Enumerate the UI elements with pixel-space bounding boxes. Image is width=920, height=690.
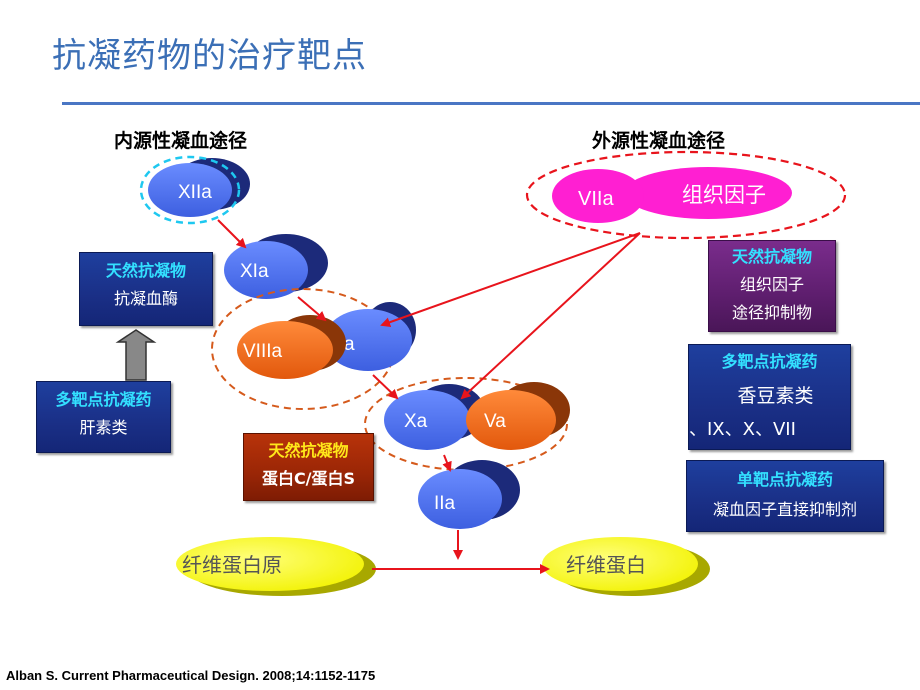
box-heading: 天然抗凝物: [105, 261, 186, 280]
arrow-xa-to-iia: [442, 454, 452, 472]
factor-iia-label: IIa: [434, 493, 456, 514]
factor-viiia-ixa-complex: a VIIIa: [211, 288, 416, 410]
factor-viiia-label: VIIIa: [243, 341, 283, 362]
box-line: 、IX、X、VII: [689, 419, 796, 440]
factor-ixa-label: a: [344, 334, 355, 355]
factor-xiia-label: XIIa: [178, 182, 212, 203]
fibrin: 纤维蛋白: [542, 537, 710, 596]
tissue-factor-label: 组织因子: [682, 183, 766, 207]
factor-xa-va-complex: Xa Va: [364, 377, 570, 471]
box-heading: 天然抗凝物: [731, 247, 812, 266]
box-line: 肝素类: [79, 418, 128, 437]
arrow-xia-to-ixa: [297, 296, 327, 322]
box-heading: 多靶点抗凝药: [55, 390, 152, 409]
factor-xia-label: XIa: [240, 261, 269, 282]
citation: Alban S. Current Pharmaceutical Design. …: [6, 668, 376, 683]
extrinsic-pathway-label: 外源性凝血途径: [592, 130, 726, 152]
factor-viia-label: VIIa: [578, 188, 614, 210]
fibrinogen-label: 纤维蛋白原: [182, 553, 282, 577]
arrow-ixa-to-xa: [372, 374, 399, 400]
box-line: 凝血因子直接抑制剂: [712, 500, 857, 519]
arrow-xiia-to-xia: [217, 219, 247, 249]
intrinsic-pathway-label: 内源性凝血途径: [114, 130, 248, 152]
fibrin-label: 纤维蛋白: [566, 553, 646, 577]
box-line: 组织因子: [739, 275, 804, 294]
gray-up-arrow: [115, 329, 157, 381]
single-target-direct-inhibitor-box: 单靶点抗凝药 凝血因子直接抑制剂: [686, 460, 884, 532]
arrow-viia-to-ixa: [380, 232, 641, 328]
multi-target-coumarin-box: 多靶点抗凝药 香豆素类 、IX、X、VII: [688, 344, 851, 450]
multi-target-heparin-box: 多靶点抗凝药 肝素类: [36, 381, 171, 453]
box-heading: 多靶点抗凝药: [721, 352, 818, 371]
natural-anticoagulant-tfpi-box: 天然抗凝物 组织因子 途径抑制物: [708, 240, 836, 332]
factor-xiia: XIIa: [139, 155, 250, 225]
activation-arrows: [217, 219, 641, 574]
box-heading: 单靶点抗凝药: [736, 470, 833, 489]
factor-xa-label: Xa: [404, 411, 428, 432]
fibrinogen: 纤维蛋白原: [176, 537, 376, 596]
natural-anticoagulant-antithrombin-box: 天然抗凝物 抗凝血酶: [79, 252, 213, 326]
box-heading: 天然抗凝物: [268, 441, 349, 460]
factor-viia-tissue-factor: VIIa 组织因子: [525, 150, 847, 240]
box-line: 途径抑制物: [731, 303, 812, 322]
box-line: 香豆素类: [737, 385, 814, 407]
factor-va-label: Va: [484, 411, 506, 432]
arrow-viia-to-xa: [460, 232, 641, 400]
natural-anticoagulant-protein-c-box: 天然抗凝物 蛋白C/蛋白S: [243, 433, 374, 501]
title-underline: [62, 102, 920, 105]
box-line: 蛋白C/蛋白S: [261, 469, 356, 488]
page-title: 抗凝药物的治疗靶点: [52, 36, 367, 76]
factor-xia: XIa: [224, 234, 328, 299]
box-line: 抗凝血酶: [113, 289, 178, 308]
factor-iia: IIa: [418, 460, 520, 529]
